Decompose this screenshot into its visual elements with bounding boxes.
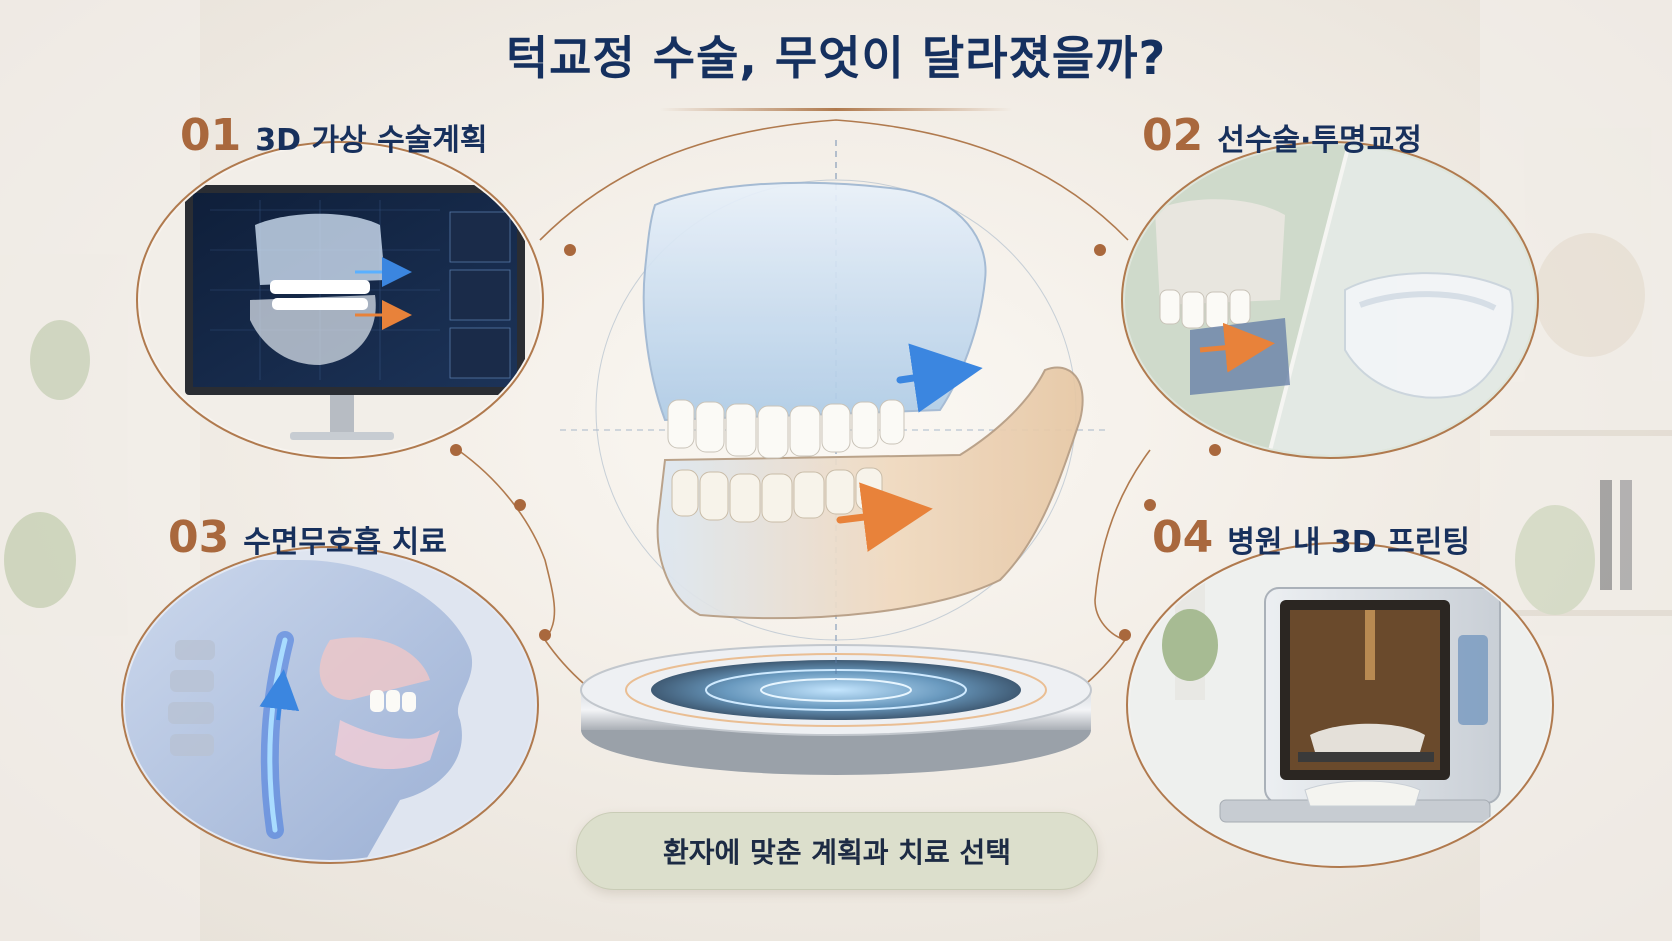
item-title-02: 선수술·투명교정 xyxy=(1217,123,1422,158)
item-label-01: 01 3D 가상 수술계획 xyxy=(180,110,488,161)
item-title-03: 수면무호흡 치료 xyxy=(243,525,447,560)
item-number-02: 02 xyxy=(1142,110,1204,161)
hologram-pedestal xyxy=(580,644,1092,775)
panel-3d-printer xyxy=(1126,542,1554,868)
central-jaw-model xyxy=(560,140,1110,680)
panel-3d-planning xyxy=(136,141,544,459)
item-label-03: 03 수면무호흡 치료 xyxy=(168,512,447,563)
item-label-04: 04 병원 내 3D 프린팅 xyxy=(1152,512,1470,563)
item-title-01: 3D 가상 수술계획 xyxy=(255,123,488,158)
footer-pill: 환자에 맞춘 계획과 치료 선택 xyxy=(576,812,1098,890)
item-number-04: 04 xyxy=(1152,512,1214,563)
item-number-03: 03 xyxy=(168,512,230,563)
title-underline xyxy=(660,108,1012,111)
item-title-04: 병원 내 3D 프린팅 xyxy=(1227,525,1470,560)
panel-surgery-first-aligner xyxy=(1121,141,1539,459)
item-number-01: 01 xyxy=(180,110,242,161)
connector-dots xyxy=(450,244,1221,641)
page-title: 턱교정 수술, 무엇이 달라졌을까? xyxy=(505,31,1167,85)
panel-sleep-apnea xyxy=(121,546,539,864)
item-label-02: 02 선수술·투명교정 xyxy=(1142,110,1422,161)
